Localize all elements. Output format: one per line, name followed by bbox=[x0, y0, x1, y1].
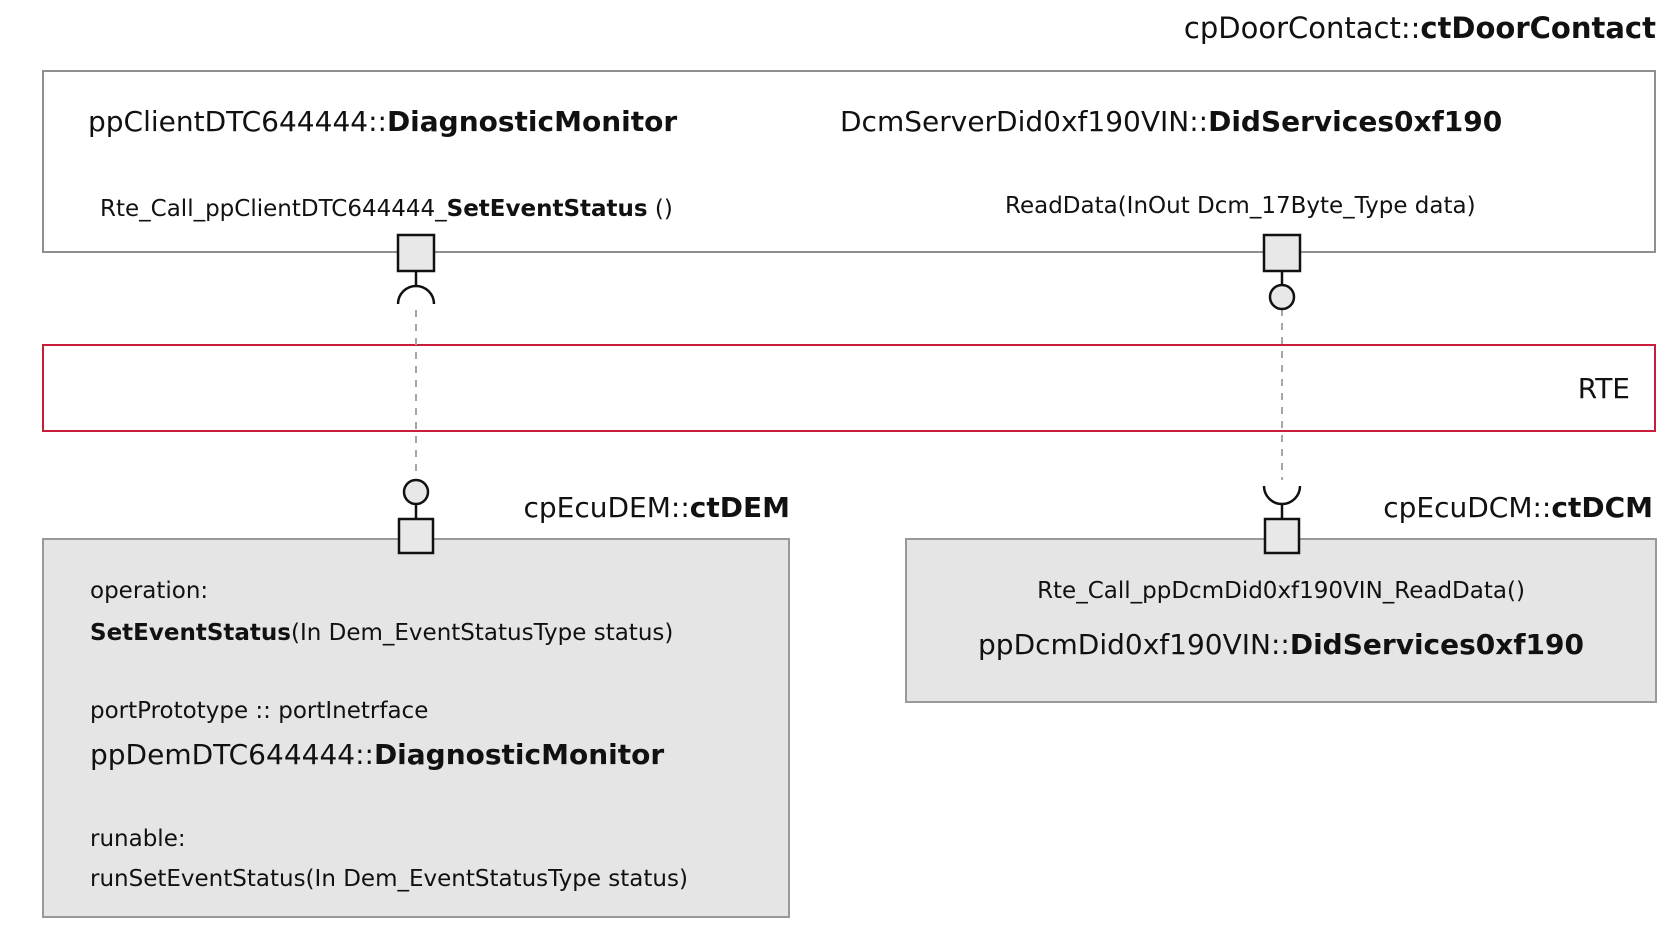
dem-operation-heading: operation: bbox=[90, 578, 209, 604]
server-operation-label: ReadData(InOut Dcm_17Byte_Type data) bbox=[1005, 193, 1476, 219]
dem-component-title: cpEcuDEM::ctDEM bbox=[523, 491, 791, 524]
rte-layer-box: RTE bbox=[42, 344, 1656, 432]
dcm-component-box: Rte_Call_ppDcmDid0xf190VIN_ReadData() pp… bbox=[905, 538, 1657, 703]
client-operation-label: Rte_Call_ppClientDTC644444_SetEventStatu… bbox=[100, 196, 673, 222]
rte-label: RTE bbox=[1577, 371, 1630, 405]
dem-operation-signature: SetEventStatus(In Dem_EventStatusType st… bbox=[90, 620, 674, 646]
dem-port-name: ppDemDTC644444::DiagnosticMonitor bbox=[90, 738, 665, 771]
dcm-rte-call-label: Rte_Call_ppDcmDid0xf190VIN_ReadData() bbox=[1037, 578, 1525, 604]
client-port-label: ppClientDTC644444::DiagnosticMonitor bbox=[88, 105, 678, 138]
dem-runnable-signature: runSetEventStatus(In Dem_EventStatusType… bbox=[90, 866, 688, 892]
door-contact-component-box bbox=[42, 70, 1656, 253]
dem-component-box: operation: SetEventStatus(In Dem_EventSt… bbox=[42, 538, 790, 918]
diagram-title-name: ctDoorContact bbox=[1420, 11, 1656, 45]
dem-runnable-heading: runable: bbox=[90, 826, 186, 852]
server-port-label: DcmServerDid0xf190VIN::DidServices0xf190 bbox=[840, 105, 1503, 138]
dcm-port-name: ppDcmDid0xf190VIN::DidServices0xf190 bbox=[978, 628, 1584, 661]
diagram-title: cpDoorContact::ctDoorContact bbox=[1183, 11, 1656, 45]
diagram-title-prefix: cpDoorContact:: bbox=[1183, 11, 1421, 45]
required-interface-socket-icon bbox=[396, 284, 436, 305]
dem-port-heading: portPrototype :: portInetrface bbox=[90, 698, 429, 724]
provided-interface-ball-icon bbox=[1268, 283, 1296, 311]
dcm-component-title: cpEcuDCM::ctDCM bbox=[1383, 491, 1653, 524]
